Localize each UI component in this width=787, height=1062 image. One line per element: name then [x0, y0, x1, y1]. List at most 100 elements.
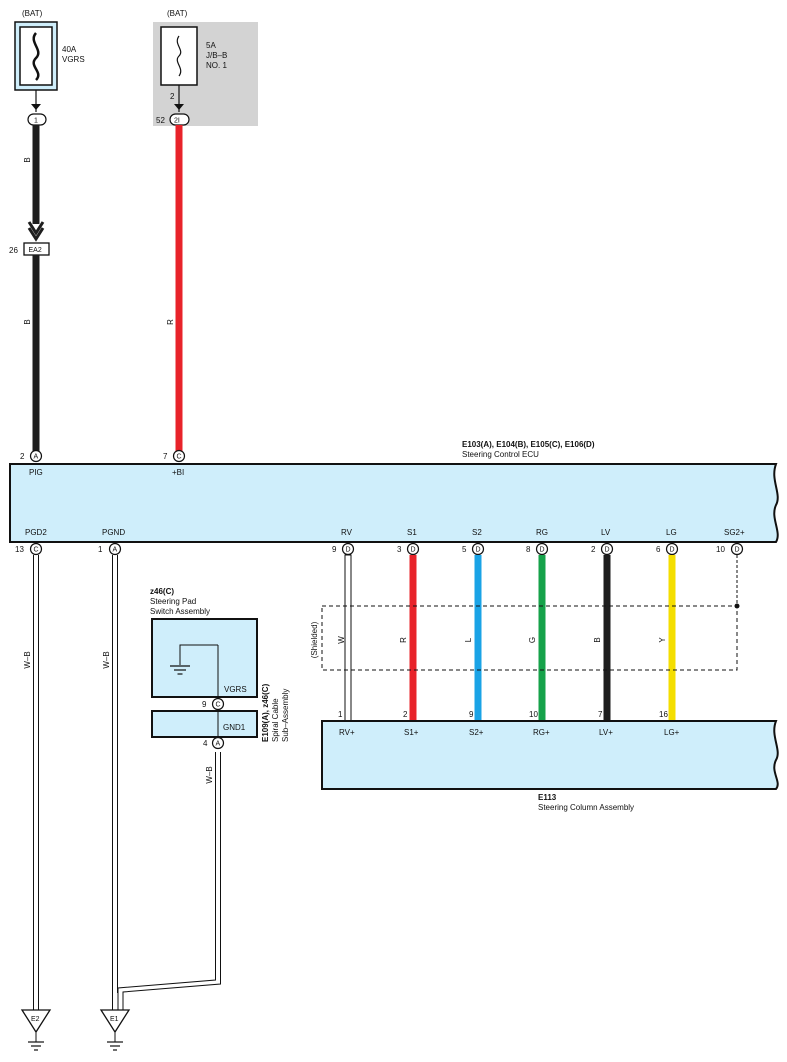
spiral-line1: Spiral Cable — [271, 698, 280, 742]
ecu-label-pgnd: PGND — [102, 528, 125, 537]
ecu-pin-bi-num: 7 — [163, 452, 168, 461]
pad-pin-conn: C — [216, 702, 221, 709]
col-pin-num-4: 10 — [529, 710, 538, 719]
wire-wb-gnd1-label: W–B — [205, 766, 214, 783]
wire-lv-label: B — [593, 637, 602, 642]
ecu-label-s1: S1 — [407, 528, 417, 537]
pin-conn-lg: D — [670, 547, 675, 554]
col-pin-num-6: 16 — [659, 710, 668, 719]
ecu-body — [9, 463, 779, 543]
pad-line2: Switch Assembly — [150, 607, 210, 616]
fuse-vgrs-arrow-icon — [31, 104, 41, 110]
fuse-jb-source: (BAT) — [167, 9, 188, 18]
col-pin-num-1: 1 — [338, 710, 343, 719]
ground-e2-label: E2 — [31, 1016, 40, 1023]
col-pin-label-6: LG+ — [664, 728, 680, 737]
ecu-bottom-pins: 13 C 1 A 9 D 3 D 5 D 8 D 2 D 6 D 10 D — [15, 542, 744, 556]
ea2-chevron2-icon — [27, 227, 45, 242]
wire-wb-pgnd — [112, 555, 221, 1010]
wire-w-label: W — [337, 636, 346, 644]
ecu-label-lg: LG — [666, 528, 677, 537]
wire-b-upper-label: B — [23, 157, 32, 162]
shield-outline — [321, 605, 738, 671]
spiral-cable-body — [151, 710, 258, 738]
pin-num-rv: 9 — [332, 545, 337, 554]
wire-s2-label: L — [464, 637, 473, 642]
pin-num-pgnd: 1 — [98, 545, 103, 554]
ecu-codes: E103(A), E104(B), E105(C), E106(D) — [462, 440, 595, 449]
col-pin-label-1: RV+ — [339, 728, 355, 737]
wire-wb-pgd2 — [33, 555, 39, 1010]
pin-num-s2: 5 — [462, 545, 467, 554]
ecu-pin-bi-label: +BI — [172, 468, 184, 477]
column-code: E113 — [538, 793, 557, 802]
ecu-pin-pig-conn: A — [34, 454, 39, 461]
ground-e2: E2 — [20, 1009, 52, 1051]
pin-conn-s1: D — [411, 547, 416, 554]
fuse-vgrs-rating: 40A — [62, 45, 77, 54]
ground-e1-label: E1 — [110, 1016, 119, 1023]
fuse-jb-line3: NO. 1 — [206, 61, 227, 70]
ecu-label-sg2: SG2+ — [724, 528, 745, 537]
col-pin-num-5: 7 — [598, 710, 603, 719]
pad-ground-icon — [170, 665, 190, 675]
spiral-code: E109(A), z46(C) — [261, 683, 270, 742]
ea2-chevron-icon — [27, 221, 45, 236]
col-pin-label-2: S1+ — [404, 728, 419, 737]
wire-b-lower-label: B — [23, 319, 32, 324]
wire-lg-label: Y — [658, 637, 667, 643]
pin-conn-s2: D — [476, 547, 481, 554]
pin-num-lv: 2 — [591, 545, 596, 554]
wire-wb-pgd2-label: W–B — [23, 651, 32, 668]
col-pin-label-4: RG+ — [533, 728, 550, 737]
fuse-jb-arrow-icon — [174, 104, 184, 110]
wire-wb-pgnd-label: W–B — [102, 651, 111, 668]
ecu-label-pgd2: PGD2 — [25, 528, 47, 537]
col-pin-num-3: 9 — [469, 710, 474, 719]
pad-internal-trace — [179, 644, 218, 665]
pin-conn-lv: D — [605, 547, 610, 554]
pad-pin-num: 9 — [202, 700, 207, 709]
connector-2i-label: 2I — [174, 118, 180, 125]
col-pin-label-5: LV+ — [599, 728, 613, 737]
ecu-label-rv: RV — [341, 528, 353, 537]
pin-num-lg: 6 — [656, 545, 661, 554]
column-name: Steering Column Assembly — [538, 803, 634, 812]
pin-conn-rg: D — [540, 547, 545, 554]
ecu-label-s2: S2 — [472, 528, 482, 537]
pad-code: z46(C) — [150, 587, 174, 596]
connector-ea2-pin: 26 — [9, 246, 18, 255]
pad-pin-label: VGRS — [224, 685, 247, 694]
wire-rg-label: G — [528, 637, 537, 643]
col-pin-num-2: 2 — [403, 710, 408, 719]
ecu-pin-pig-num: 2 — [20, 452, 25, 461]
fuse-vgrs-body — [19, 26, 53, 86]
ecu-pin-bi-conn: C — [177, 454, 182, 461]
wire-s1-label: R — [399, 637, 408, 643]
connector-1-label: 1 — [34, 118, 38, 125]
pin-conn-pgnd: A — [113, 547, 118, 554]
pin-conn-sg2: D — [735, 547, 740, 554]
spiral-line2: Sub–Assembly — [281, 689, 290, 742]
spiral-pin-num: 4 — [203, 739, 208, 748]
pin-conn-pgd2: C — [34, 547, 39, 554]
connector-2i-pin: 52 — [156, 116, 165, 125]
steering-pad-body — [151, 618, 258, 698]
fuse-jb-element-icon — [176, 35, 182, 77]
pin-num-sg2: 10 — [716, 545, 725, 554]
pin-num-rg: 8 — [526, 545, 531, 554]
ecu-label-rg: RG — [536, 528, 548, 537]
pin-num-s1: 3 — [397, 545, 402, 554]
wire-r-label: R — [166, 319, 175, 325]
connector-ea2-label: EA2 — [29, 247, 42, 254]
fuse-vgrs-source: (BAT) — [22, 9, 43, 18]
fuse-jb-pin: 2 — [170, 92, 175, 101]
spiral-pin-label: GND1 — [223, 723, 246, 732]
ecu-pin-pig-label: PIG — [29, 468, 43, 477]
fuse-jb-line2: J/B–B — [206, 51, 227, 60]
fuse-vgrs-name: VGRS — [62, 55, 85, 64]
fuse-vgrs-element-icon — [32, 32, 40, 81]
column-body — [321, 720, 779, 790]
col-pin-label-3: S2+ — [469, 728, 484, 737]
